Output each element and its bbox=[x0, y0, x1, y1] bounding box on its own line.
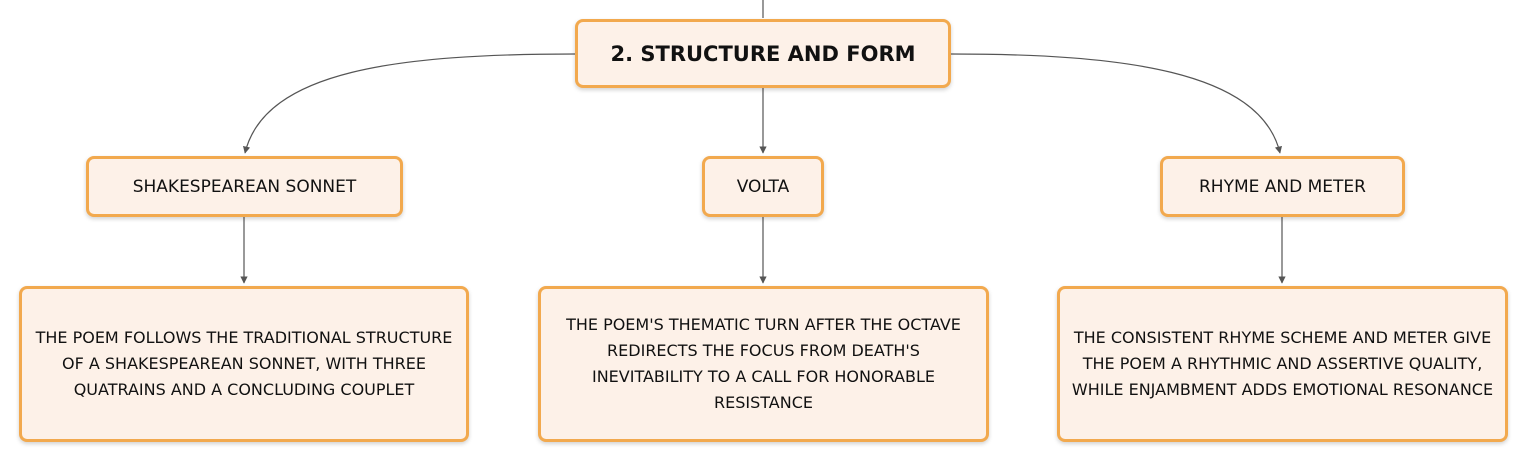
topic-node-label: RHYME AND METER bbox=[1199, 176, 1366, 197]
detail-node-volta[interactable]: THE POEM'S THEMATIC TURN AFTER THE OCTAV… bbox=[538, 286, 989, 442]
connector-root-to-shakespearean-sonnet bbox=[243, 53, 576, 154]
connector-root-to-rhyme-and-meter bbox=[950, 53, 1282, 154]
root-node-label: 2. STRUCTURE AND FORM bbox=[610, 41, 916, 66]
topic-node-shakespearean-sonnet[interactable]: SHAKESPEAREAN SONNET bbox=[86, 156, 403, 217]
detail-node-shakespearean-sonnet[interactable]: THE POEM FOLLOWS THE TRADITIONAL STRUCTU… bbox=[19, 286, 469, 442]
detail-node-text: THE POEM FOLLOWS THE TRADITIONAL STRUCTU… bbox=[35, 328, 453, 399]
detail-node-text: THE POEM'S THEMATIC TURN AFTER THE OCTAV… bbox=[566, 315, 961, 412]
detail-node-rhyme-and-meter[interactable]: THE CONSISTENT RHYME SCHEME AND METER GI… bbox=[1057, 286, 1508, 442]
topic-node-volta[interactable]: VOLTA bbox=[702, 156, 824, 217]
topic-node-rhyme-and-meter[interactable]: RHYME AND METER bbox=[1160, 156, 1405, 217]
topic-node-label: SHAKESPEAREAN SONNET bbox=[132, 176, 357, 197]
root-node-structure-and-form[interactable]: 2. STRUCTURE AND FORM bbox=[575, 19, 951, 88]
detail-node-text: THE CONSISTENT RHYME SCHEME AND METER GI… bbox=[1071, 328, 1494, 399]
topic-node-label: VOLTA bbox=[736, 176, 790, 197]
